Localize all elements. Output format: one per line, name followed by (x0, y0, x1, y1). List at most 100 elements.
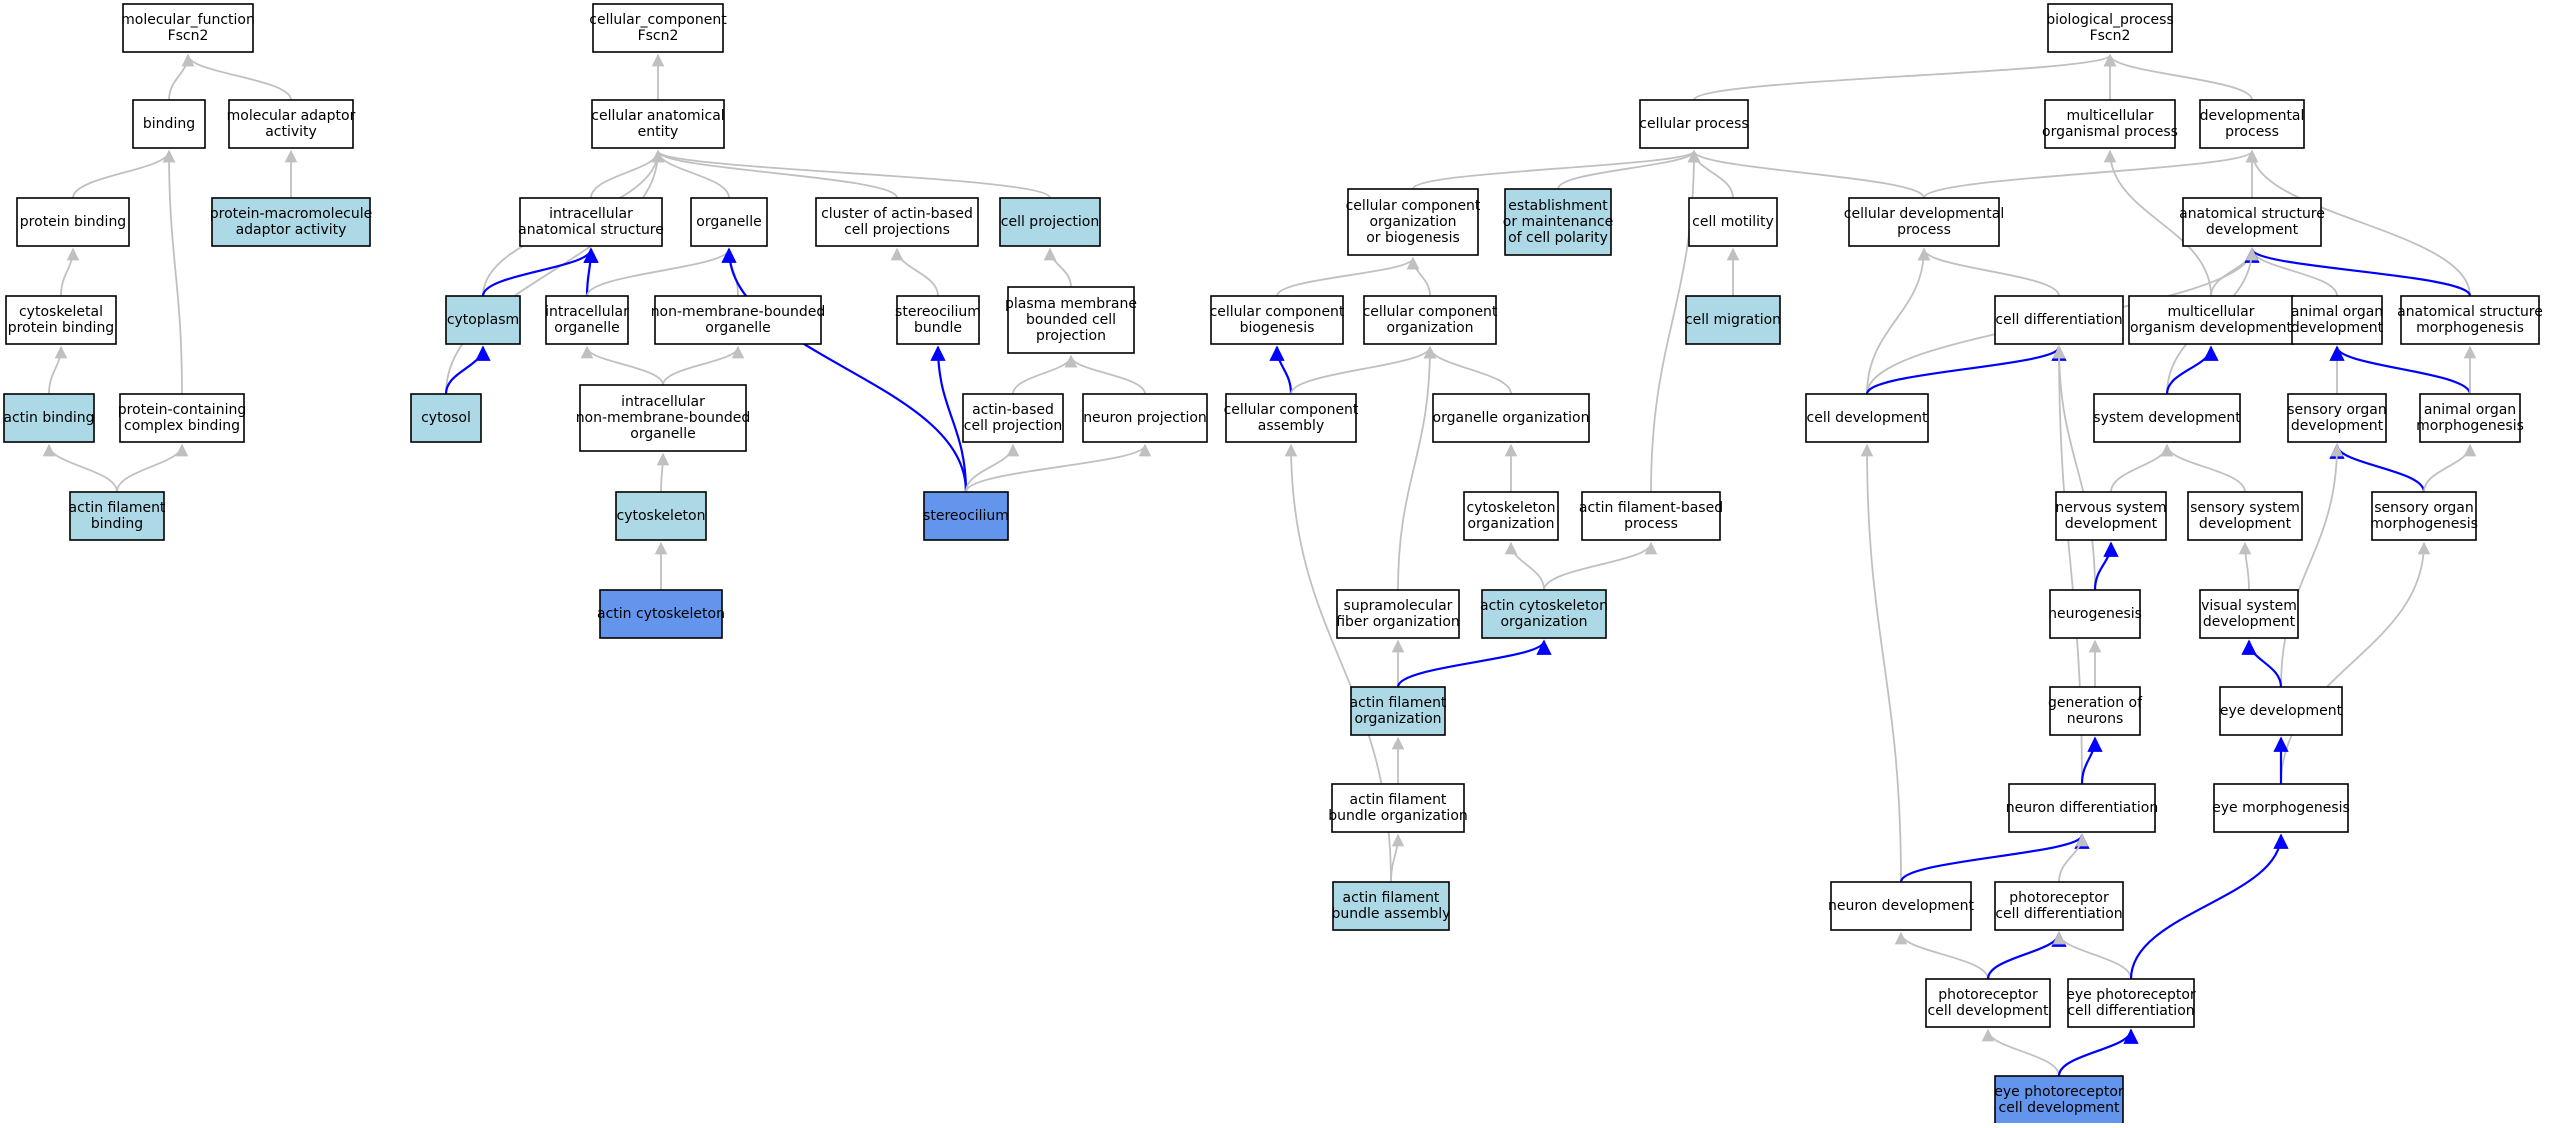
node-label-line: cell differentiation (1995, 312, 2122, 328)
node-label-line: cellular anatomical (591, 108, 724, 124)
edge-actin-cytoskeleton-org-to-actin-filament-based (1543, 541, 1658, 591)
node-box (592, 3, 724, 53)
node-box (1994, 881, 2124, 931)
node-box (2419, 393, 2521, 443)
node-box (1347, 188, 1479, 256)
edge-intracellular-nmbo-to-intracellular-organelle (580, 345, 664, 386)
edge-multicellular-dev-to-multicellular-proc (2103, 149, 2212, 297)
node-label-line: organelle (696, 214, 761, 230)
node-cell-motility[interactable]: cell motility (1688, 197, 1778, 247)
node-label-line: visual system (2201, 598, 2297, 614)
node-organelle-org[interactable]: organelle organization (1432, 393, 1590, 443)
edge-neuron-differentiation-to-generation-neurons (2080, 736, 2103, 785)
node-neuron-development[interactable]: neuron development (1828, 881, 1975, 931)
node-box (211, 197, 371, 247)
edge-stereocilium-bundle-to-cluster-actin (890, 247, 939, 297)
node-eye-development[interactable]: eye development (2219, 686, 2343, 736)
edge-photoreceptor-cell-diff-to-neuron-differentiation (2058, 833, 2089, 883)
node-protein-binding[interactable]: protein binding (16, 197, 130, 247)
node-neurogenesis[interactable]: neurogenesis (2048, 589, 2142, 639)
edge-mol-adaptor-to-mf-root (181, 53, 292, 101)
edge-organelle-org-to-cc-organization (1423, 345, 1512, 395)
node-label-line: organelle (705, 320, 770, 336)
node-eye-morphogenesis[interactable]: eye morphogenesis (2212, 783, 2350, 833)
node-binding[interactable]: binding (132, 99, 206, 149)
edge-cluster-actin-to-cell-anat-entity (651, 149, 898, 199)
node-box (2128, 295, 2294, 345)
node-cytosol[interactable]: cytosol (410, 393, 482, 443)
node-actin-binding[interactable]: actin binding (3, 393, 95, 443)
node-actin-cytoskeleton[interactable]: actin cytoskeleton (597, 589, 725, 639)
node-intracellular-nmbo[interactable]: intracellularnon-membrane-boundedorganel… (576, 384, 751, 452)
node-cell-migration[interactable]: cell migration (1685, 295, 1781, 345)
node-neuron-differentiation[interactable]: neuron differentiation (2006, 783, 2158, 833)
node-cell-differentiation[interactable]: cell differentiation (1994, 295, 2124, 345)
node-neuron-projection[interactable]: neuron projection (1082, 393, 1208, 443)
node-cytoplasm[interactable]: cytoplasm (445, 295, 521, 345)
edge-eye-development-to-visual-system-dev (2241, 639, 2283, 688)
node-cell-development[interactable]: cell development (1805, 393, 1929, 443)
node-stereocilium[interactable]: stereocilium (923, 491, 1009, 541)
edge-anat-struct-morph-to-developmental-proc (2245, 149, 2471, 297)
node-label-line: cell differentiation (2067, 1003, 2194, 1019)
node-label-line: nervous system (2055, 500, 2166, 516)
node-label-line: or maintenance (1503, 214, 1614, 230)
node-cytoskeleton[interactable]: cytoskeleton (615, 491, 707, 541)
node-box (2093, 393, 2241, 443)
node-organelle[interactable]: organelle (690, 197, 768, 247)
node-label-line: projection (1036, 328, 1106, 344)
node-system-development[interactable]: system development (2093, 393, 2241, 443)
edge-photoreceptor-cell-dev-to-neuron-development (1894, 931, 1989, 980)
node-cellular-process[interactable]: cellular process (1639, 99, 1749, 149)
node-label-line: cluster of actin-based (821, 206, 973, 222)
node-label-line: actin cytoskeleton (1480, 598, 1608, 614)
node-cell-projection[interactable]: cell projection (999, 197, 1101, 247)
